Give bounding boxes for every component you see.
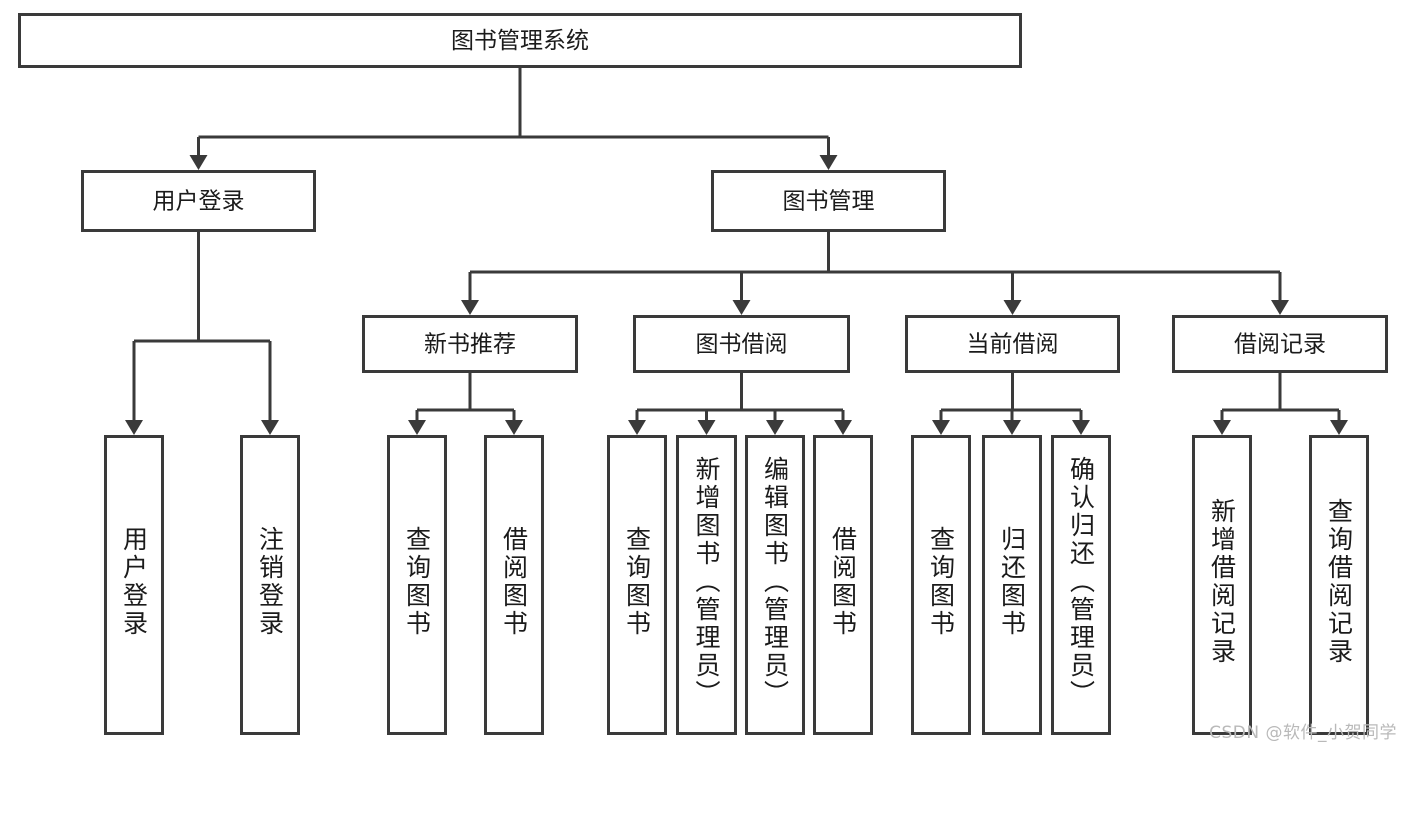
arrow-head-book-manage: [819, 155, 838, 170]
connector-book-manage: [461, 232, 1289, 315]
arrow-head-leaf-cur-confirm: [1072, 420, 1090, 435]
node-box-leaf-rec-query[interactable]: [387, 435, 447, 735]
arrow-head-user-login: [189, 155, 208, 170]
node-box-leaf-cur-query[interactable]: [911, 435, 971, 735]
node-box-leaf-rec-borrow[interactable]: [484, 435, 544, 735]
watermark-text: CSDN @软件_小贺同学: [1209, 723, 1397, 743]
arrow-head-leaf-user-login: [125, 420, 143, 435]
node-box-leaf-cur-confirm[interactable]: [1051, 435, 1111, 735]
arrow-head-leaf-rec-add: [1213, 420, 1231, 435]
connector-current-borrow: [932, 373, 1090, 435]
arrow-head-leaf-rec-query: [408, 420, 426, 435]
node-box-leaf-user-login[interactable]: [104, 435, 164, 735]
arrow-head-leaf-rec-search: [1330, 420, 1348, 435]
arrow-head-book-borrow: [732, 300, 751, 315]
arrow-head-leaf-borrow-edit: [766, 420, 784, 435]
node-label-book-borrow: 图书借阅: [696, 332, 788, 358]
arrow-head-borrow-record: [1271, 300, 1289, 315]
arrow-head-leaf-cur-query: [932, 420, 950, 435]
arrow-head-leaf-borrow-add: [697, 420, 716, 435]
node-box-leaf-borrow-query[interactable]: [607, 435, 667, 735]
node-label-book-manage: 图书管理: [783, 189, 875, 215]
node-label-new-book-rec: 新书推荐: [424, 332, 516, 358]
node-box-leaf-user-logout[interactable]: [240, 435, 300, 735]
connector-user-login: [125, 232, 279, 435]
connector-borrow-record: [1213, 373, 1348, 435]
node-box-leaf-rec-add[interactable]: [1192, 435, 1252, 735]
diagram-canvas: 图书管理系统用户登录图书管理新书推荐图书借阅当前借阅借阅记录 用户登录注销登录查…: [18, 13, 1397, 743]
node-box-leaf-borrow-lend[interactable]: [813, 435, 873, 735]
node-box-leaf-rec-search[interactable]: [1309, 435, 1369, 735]
arrow-head-leaf-cur-return: [1003, 420, 1021, 435]
node-label-borrow-record: 借阅记录: [1234, 332, 1326, 358]
arrow-head-leaf-user-logout: [261, 420, 279, 435]
node-boxes-group: [18, 13, 1388, 735]
arrow-head-current-borrow: [1003, 300, 1022, 315]
node-box-current-borrow[interactable]: [905, 315, 1120, 373]
node-label-root: 图书管理系统: [451, 28, 589, 54]
node-box-book-manage[interactable]: [711, 170, 946, 232]
node-box-leaf-borrow-edit[interactable]: [745, 435, 805, 735]
connector-root: [189, 68, 838, 170]
connector-new-book-rec: [408, 373, 523, 435]
node-label-current-borrow: 当前借阅: [967, 332, 1059, 358]
connector-lines-group: [125, 68, 1348, 435]
arrow-head-new-book-rec: [461, 300, 479, 315]
arrow-head-leaf-rec-borrow: [505, 420, 523, 435]
arrow-head-leaf-borrow-lend: [834, 420, 852, 435]
connector-book-borrow: [628, 373, 852, 435]
node-box-user-login[interactable]: [81, 170, 316, 232]
node-box-book-borrow[interactable]: [633, 315, 850, 373]
node-label-user-login: 用户登录: [153, 189, 245, 215]
node-box-root[interactable]: [18, 13, 1022, 68]
node-box-leaf-borrow-add[interactable]: [676, 435, 737, 735]
node-box-leaf-cur-return[interactable]: [982, 435, 1042, 735]
arrow-head-leaf-borrow-query: [628, 420, 646, 435]
node-box-borrow-record[interactable]: [1172, 315, 1388, 373]
node-box-new-book-rec[interactable]: [362, 315, 578, 373]
